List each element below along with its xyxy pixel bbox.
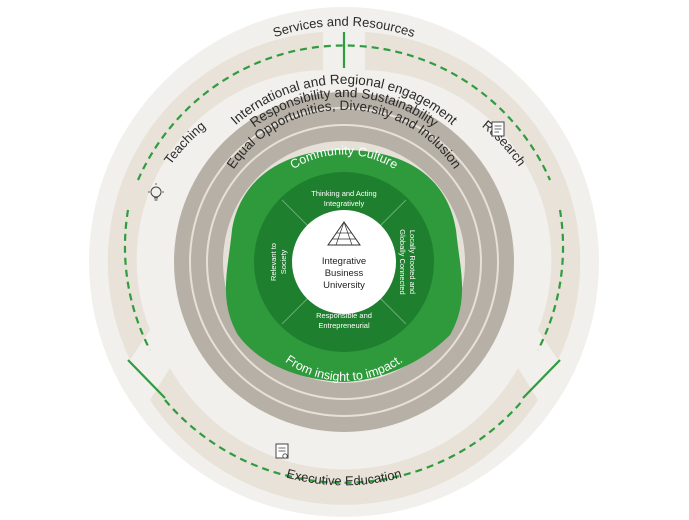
center-circle bbox=[292, 210, 396, 314]
executive-education-sector[interactable] bbox=[150, 368, 538, 505]
pyramid-logo-icon bbox=[327, 221, 361, 246]
inner-right-label-2: Globally Connected bbox=[398, 229, 407, 294]
solid-connector-left bbox=[127, 359, 166, 399]
dashed-boundary-left bbox=[123, 209, 151, 351]
dashed-boundary-top bbox=[136, 44, 552, 181]
inner-top-label-2: Integratively bbox=[324, 199, 365, 208]
inner-right-label-1: Locally Rooted and bbox=[408, 230, 417, 294]
research-sector[interactable] bbox=[365, 32, 581, 360]
inner-left-label-2: Society bbox=[279, 249, 288, 274]
lightbulb-icon bbox=[148, 183, 164, 201]
teaching-sector[interactable] bbox=[107, 32, 323, 360]
inner-left-label-1: Relevant to bbox=[269, 243, 278, 281]
center-line-1: Integrative bbox=[322, 256, 366, 267]
dashed-boundary-right bbox=[537, 209, 565, 351]
inner-bottom-label-1: Responsible and bbox=[316, 311, 372, 320]
center-line-2: Business bbox=[325, 268, 364, 279]
center-line-3: University bbox=[323, 280, 365, 291]
inner-bottom-label-2: Entrepreneurial bbox=[318, 321, 370, 330]
inner-top-label-1: Thinking and Acting bbox=[311, 189, 376, 198]
certificate-icon bbox=[275, 443, 289, 459]
solid-connector-right bbox=[522, 359, 561, 399]
executive-education-label: Executive Education bbox=[285, 466, 403, 489]
document-icon bbox=[491, 121, 505, 137]
